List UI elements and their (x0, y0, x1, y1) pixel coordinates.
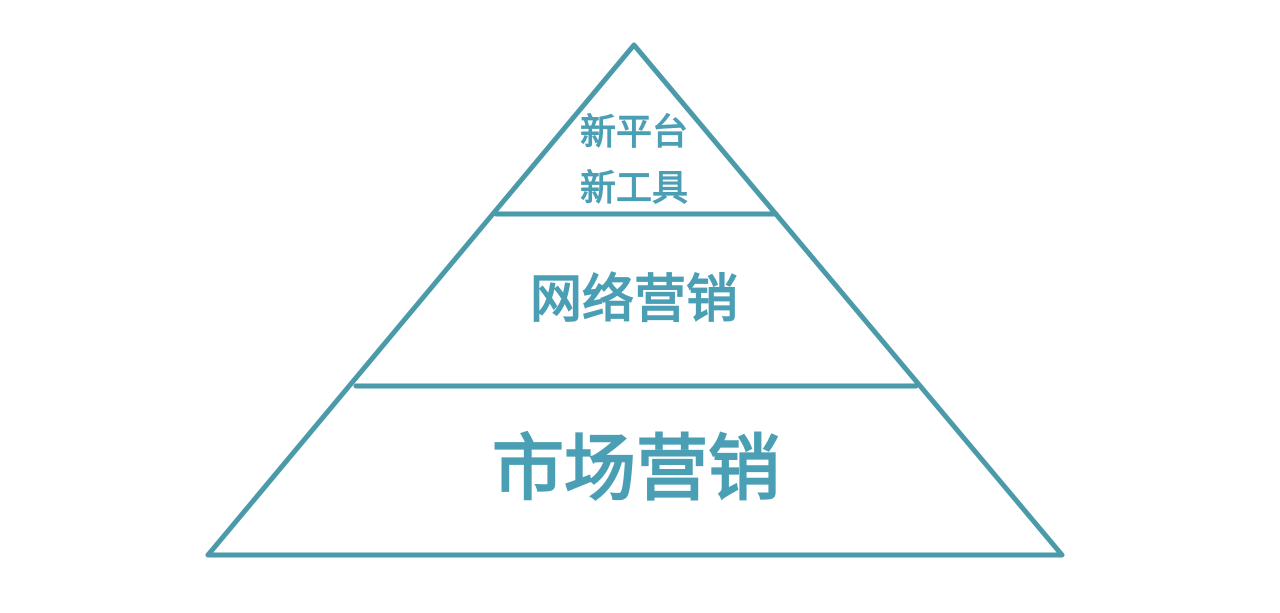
tier-top-line-1: 新平台 (580, 112, 688, 153)
tier-bottom-label: 市场营销 (492, 427, 780, 511)
pyramid-outline (205, 42, 1065, 558)
tier-middle-label: 网络营销 (530, 270, 738, 330)
tier-top-line-2: 新工具 (580, 168, 688, 209)
